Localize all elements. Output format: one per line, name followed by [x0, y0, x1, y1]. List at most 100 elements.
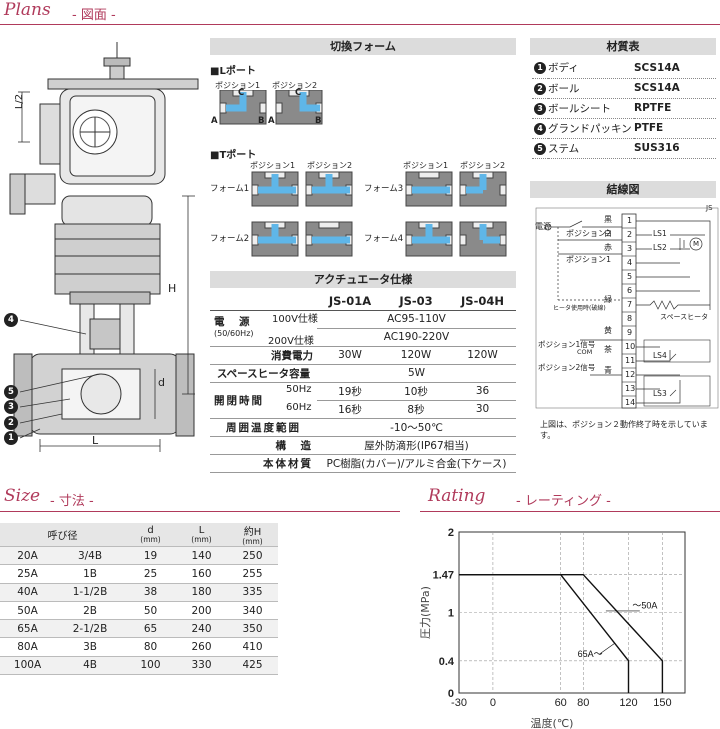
wiring-pos1: ポジション1	[566, 255, 612, 264]
material-num: 1	[534, 62, 546, 75]
valve-drawing	[9, 42, 199, 452]
terminal-10: 10	[625, 342, 636, 351]
size-d: 65	[125, 619, 176, 639]
size-b: 1-1/2B	[55, 583, 125, 602]
hz60-js03: 8秒	[383, 400, 449, 419]
size-d: 38	[125, 583, 176, 602]
size-a: 50A	[0, 601, 56, 621]
series-label-leader	[598, 642, 616, 655]
temp-value: -10〜50℃	[317, 418, 516, 437]
wiring-heater-use: ヒータ使用時(破線)	[553, 305, 606, 312]
size-d: 25	[125, 564, 176, 584]
plans-subtitle: - 図面 -	[72, 8, 116, 23]
terminal-5: 5	[627, 272, 633, 281]
terminal-1: 1	[627, 216, 633, 225]
series-label: 〜50A	[632, 600, 657, 610]
terminal-4: 4	[627, 258, 633, 267]
t-pos2-caption: ポジション2	[307, 161, 353, 170]
rating-subtitle: - レーティング -	[516, 494, 611, 509]
size-d: 100	[125, 656, 176, 676]
y-tick-label: 0	[448, 688, 454, 700]
wiring-note: 上図は、ポジション２動作終了時を示しています。	[540, 420, 708, 440]
material-part: ボール	[548, 78, 634, 99]
power-sub: (50/60Hz)	[214, 329, 254, 338]
callout-4: 4	[4, 313, 18, 327]
size-h: 255	[227, 564, 278, 584]
size-b: 2B	[55, 601, 125, 621]
consumption-js03: 120W	[383, 346, 449, 365]
l1-c: C	[238, 88, 245, 98]
material-part: ステム	[548, 138, 634, 159]
motor-symbol: M	[693, 240, 700, 248]
y-tick-label: 1.47	[433, 570, 454, 582]
material-row: 1 ボディ SCS14A	[532, 58, 716, 79]
material-value: PTFE	[634, 118, 716, 139]
size-title: Size	[4, 486, 41, 506]
y-axis-label: 圧力(MPa)	[419, 586, 432, 639]
dim-d-label: d	[158, 376, 165, 389]
wiring-com: COM	[577, 348, 593, 356]
size-b: 1B	[55, 564, 125, 584]
wiring-title: 結線図	[530, 181, 716, 198]
x-tick-label: 150	[653, 697, 671, 709]
size-b: 4B	[55, 656, 125, 676]
terminal-13: 13	[625, 384, 636, 393]
size-l: 330	[176, 656, 227, 676]
wiring-pos2: ポジション2	[566, 229, 612, 238]
size-unit-h: (mm)	[242, 537, 263, 546]
l2-c: C	[295, 88, 302, 98]
wire-green: 緑	[604, 295, 612, 304]
model-js04h: JS-04H	[449, 292, 516, 311]
l2-b: B	[315, 116, 322, 126]
size-b: 3/4B	[55, 546, 125, 566]
form3-label: フォーム3	[364, 184, 404, 194]
material-part: ボディ	[548, 58, 634, 79]
material-num: 3	[534, 102, 546, 115]
actuator-title: アクチュエータ仕様	[210, 271, 516, 288]
hz50-label: 50Hz	[286, 384, 312, 395]
wire-brown: 茶	[604, 345, 612, 354]
heater-value: 5W	[317, 364, 516, 383]
form1-label: フォーム1	[210, 184, 250, 194]
material-row: 4 グランドパッキン PTFE	[532, 118, 716, 139]
model-js03: JS-03	[383, 292, 449, 311]
callout-3: 3	[4, 400, 18, 414]
terminal-8: 8	[627, 314, 633, 323]
size-l: 260	[176, 637, 227, 657]
x-tick-label: 0	[490, 697, 496, 709]
consumption-js01a: 30W	[317, 346, 383, 365]
l2-a: A	[268, 116, 275, 126]
terminal-6: 6	[627, 286, 633, 295]
x-tick-label: 60	[555, 697, 567, 709]
consumption-label: 消費電力	[210, 346, 317, 365]
size-header-d: d	[147, 525, 154, 536]
x-tick-label: 80	[577, 697, 589, 709]
hz50-js04h: 36	[449, 382, 516, 401]
size-h: 250	[227, 546, 278, 566]
size-d: 80	[125, 637, 176, 657]
size-h: 335	[227, 583, 278, 602]
material-num: 5	[534, 142, 546, 155]
body-material-value: PC樹脂(カバー)/アルミ合金(下ケース)	[317, 454, 516, 473]
materials-title: 材質表	[530, 38, 716, 55]
size-rule	[0, 511, 400, 512]
wire-black: 黒	[604, 215, 612, 224]
size-a: 65A	[0, 619, 56, 639]
wiring-space-heater: スペースヒータ	[660, 313, 709, 321]
switch-ls4: LS4	[653, 351, 667, 360]
size-subtitle: - 寸法 -	[50, 494, 94, 509]
structure-value: 屋外防滴形(IP67相当)	[317, 436, 516, 455]
hz60-js01a: 16秒	[317, 400, 383, 419]
dim-l2-label: L/2	[14, 93, 26, 110]
size-a: 25A	[0, 564, 56, 584]
size-b: 2-1/2B	[55, 619, 125, 639]
t-port-label: ■Tポート	[210, 150, 257, 161]
body-material-label: 本体材質	[210, 454, 317, 473]
switch-ls1: LS1	[653, 229, 667, 238]
l1-b: B	[258, 116, 265, 126]
